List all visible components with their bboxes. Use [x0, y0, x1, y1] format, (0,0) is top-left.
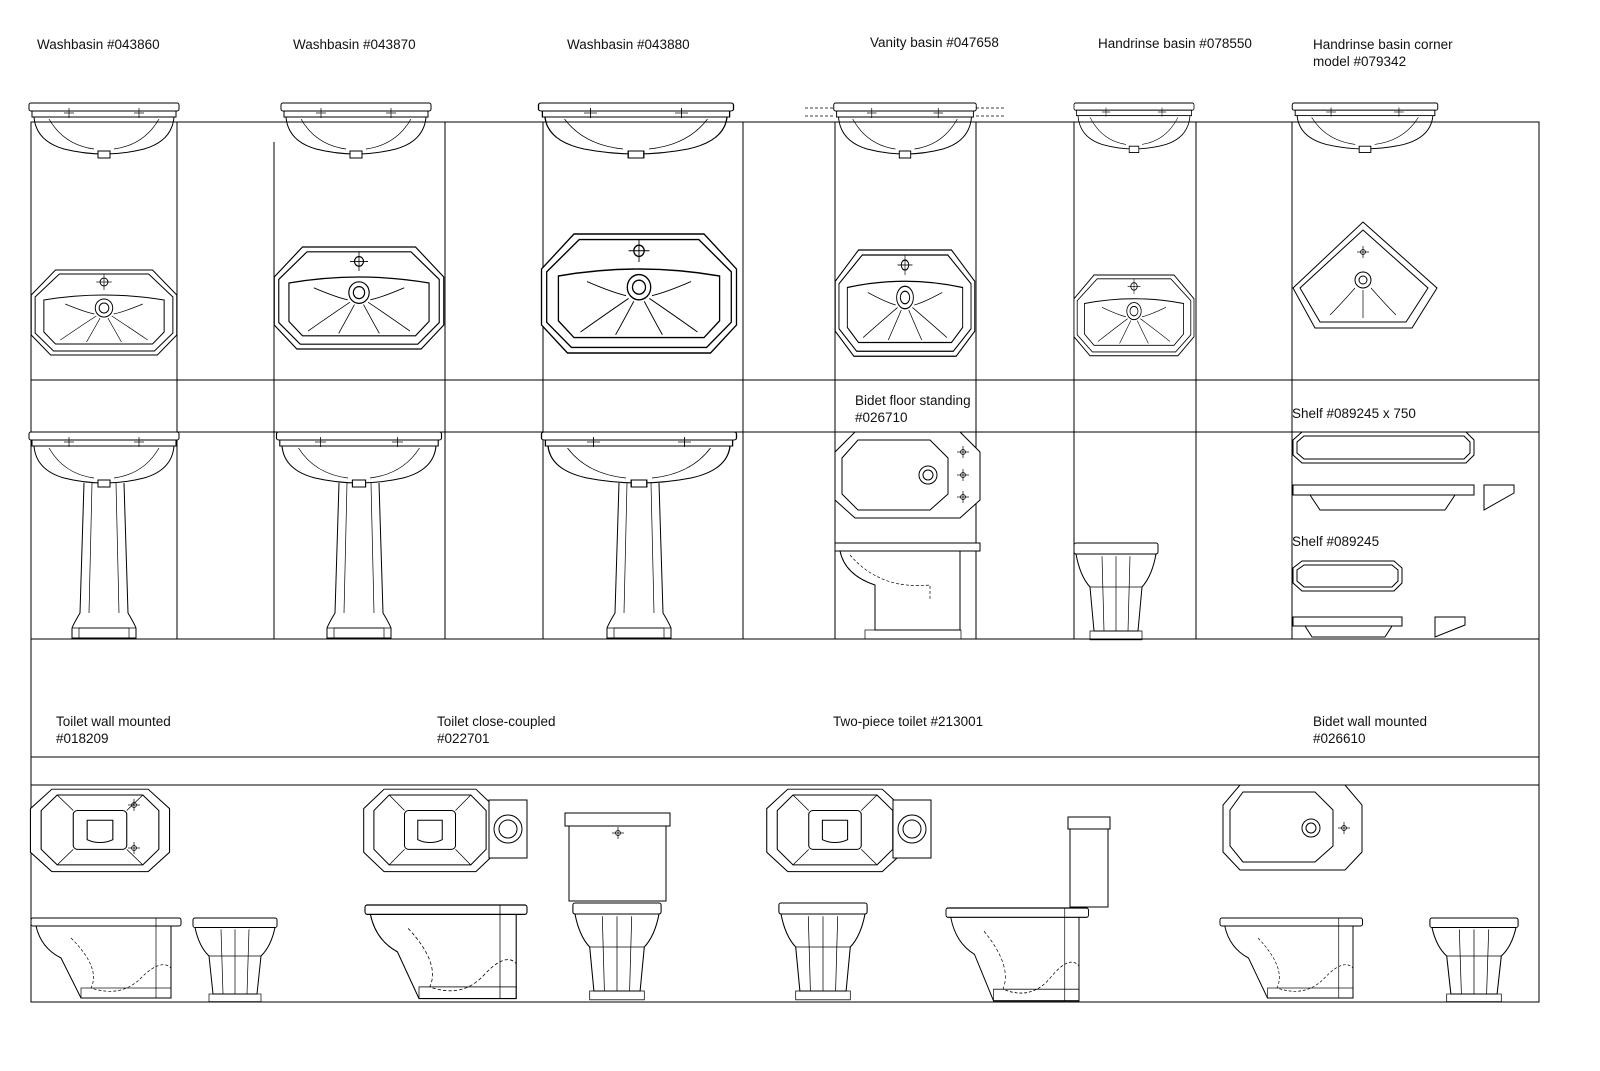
shelf-750-drawings	[1292, 431, 1515, 511]
label-washbasin-043880: Washbasin #043880	[567, 37, 690, 52]
label-toilet-close-line2: #022701	[437, 731, 490, 746]
toilet-wall-plan	[29, 788, 171, 873]
grid-lines	[30, 121, 1540, 1003]
label-vanity-basin: Vanity basin #047658	[870, 35, 999, 50]
handrinse-basin-plan	[1073, 274, 1195, 357]
washbasin-043880-plan	[540, 233, 738, 354]
vanity-basin-plan	[834, 249, 976, 357]
label-shelf: Shelf #089245	[1292, 534, 1380, 549]
label-bidet-floor: Bidet floor standing #026710	[855, 392, 971, 426]
washbasin-043860-pedestal	[28, 431, 180, 639]
washbasin-043870-plan	[273, 246, 445, 350]
label-shelf-750: Shelf #089245 x 750	[1292, 406, 1416, 421]
bidet-wall-front	[1429, 917, 1519, 1003]
label-bidet-wall: Bidet wall mounted #026610	[1313, 713, 1427, 747]
bidet-wall-side	[1219, 917, 1363, 999]
two-piece-front	[778, 902, 868, 1001]
washbasin-043880-top	[537, 102, 735, 159]
toilet-wall-front	[192, 917, 278, 1003]
label-corner-basin: Handrinse basin corner model #079342	[1313, 36, 1453, 70]
label-bidet-wall-line1: Bidet wall mounted	[1313, 714, 1428, 729]
label-two-piece: Two-piece toilet #213001	[833, 714, 984, 729]
handrinse-pedestal	[1073, 542, 1159, 641]
toilet-close-side	[364, 904, 528, 1000]
toilet-wall-side	[30, 917, 182, 999]
label-bidet-wall-line2: #026610	[1313, 731, 1366, 746]
two-piece-side	[945, 816, 1111, 1002]
label-corner-basin-line2: model #079342	[1313, 54, 1407, 69]
bidet-floor-plan	[834, 431, 981, 519]
label-toilet-close-line1: Toilet close-coupled	[437, 714, 556, 729]
label-handrinse-basin: Handrinse basin #078550	[1098, 36, 1252, 51]
label-bidet-floor-line1: Bidet floor standing	[855, 393, 971, 408]
label-washbasin-043860: Washbasin #043860	[37, 37, 160, 52]
toilet-close-front	[564, 812, 671, 1001]
label-toilet-wall-line1: Toilet wall mounted	[56, 714, 171, 729]
bidet-wall-plan	[1222, 784, 1363, 871]
washbasin-043870-pedestal	[275, 431, 443, 639]
label-corner-basin-line1: Handrinse basin corner	[1313, 37, 1453, 52]
handrinse-basin-top	[1073, 102, 1195, 153]
washbasin-043860-plan	[30, 269, 178, 356]
label-bidet-floor-line2: #026710	[855, 410, 908, 425]
vanity-basin-top	[805, 102, 1006, 159]
corner-basin-top	[1291, 102, 1439, 153]
label-toilet-wall-line2: #018209	[56, 731, 109, 746]
washbasin-043860-top	[28, 102, 180, 159]
label-toilet-wall: Toilet wall mounted #018209	[56, 713, 171, 747]
washbasin-043870-top	[280, 102, 432, 159]
corner-basin-plan	[1292, 221, 1438, 329]
toilet-close-plan	[363, 788, 528, 873]
two-piece-plan	[766, 788, 932, 873]
label-washbasin-043870: Washbasin #043870	[293, 37, 416, 52]
bidet-floor-side	[834, 542, 981, 640]
label-toilet-close: Toilet close-coupled #022701	[437, 713, 556, 747]
washbasin-043880-pedestal	[540, 431, 738, 639]
shelf-drawings	[1292, 560, 1466, 638]
